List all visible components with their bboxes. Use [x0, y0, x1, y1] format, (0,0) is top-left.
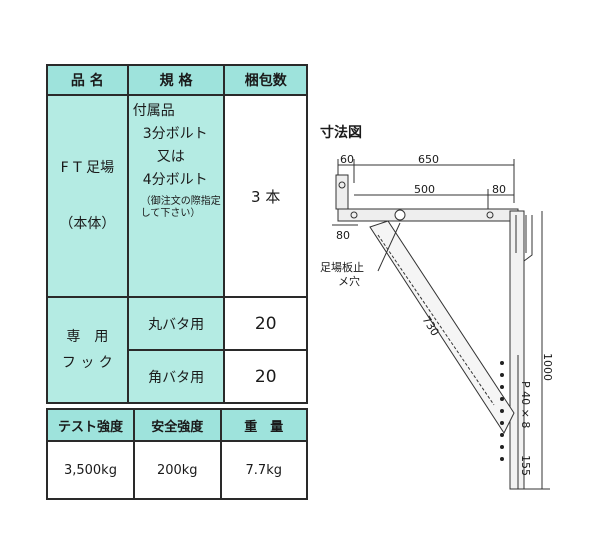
weight-value: 7.7kg	[219, 440, 309, 500]
header-spec: 規 格	[126, 64, 226, 96]
post-hole	[500, 421, 504, 425]
accessory-note: （御注文の際指定して下さい）	[140, 196, 221, 219]
right-bolt	[486, 211, 494, 219]
dim-650: 650	[418, 153, 439, 166]
dimension-diagram: 60 650 500 80 80 730 1000 P 40 × 8 155 足…	[318, 143, 558, 495]
spec-table: 品 名 規 格 梱包数 F T 足場 （本体） 付属品 3分ボルト 又は 4分ボ…	[46, 64, 308, 404]
dim-pitch: P 40 × 8	[519, 381, 532, 428]
accessory-title: 付属品	[132, 103, 175, 119]
package-qty: 3 本	[223, 94, 308, 298]
hole-label-line1: 足場板止	[320, 260, 364, 274]
product-name: F T 足場	[60, 160, 115, 176]
diagonal-brace	[369, 220, 515, 435]
hook-round-qty: 20	[223, 296, 308, 351]
diagram-title: 寸法図	[320, 125, 362, 141]
diagram-svg: 60 650 500 80 80 730 1000 P 40 × 8 155 足…	[320, 153, 554, 490]
dim-155: 155	[519, 455, 532, 476]
accessory-bolt-4: 4分ボルト	[142, 172, 208, 188]
post-hole	[500, 361, 504, 365]
hole-leader	[377, 222, 401, 272]
vertical-post	[509, 210, 525, 490]
left-plate-hole	[338, 181, 346, 189]
top-arm	[337, 208, 519, 222]
post-hole	[500, 373, 504, 377]
post-hole	[500, 385, 504, 389]
accessory-bolt-3: 3分ボルト	[142, 126, 208, 142]
dim-1000: 1000	[541, 353, 554, 381]
post-hole	[500, 445, 504, 449]
post-hole	[500, 397, 504, 401]
header-package-qty: 梱包数	[223, 64, 308, 96]
left-plate	[335, 174, 349, 210]
accessory-cell: 付属品 3分ボルト 又は 4分ボルト （御注文の際指定して下さい）	[126, 94, 226, 298]
product-subname: （本体）	[59, 216, 116, 232]
hook-bracket	[515, 215, 533, 262]
hook-square-qty: 20	[223, 349, 308, 404]
post-hole	[500, 433, 504, 437]
hook-round-type: 丸バタ用	[126, 296, 226, 351]
product-name-cell: F T 足場 （本体）	[46, 94, 129, 298]
header-product-name: 品 名	[46, 64, 129, 96]
dim-80-left: 80	[336, 229, 350, 242]
test-strength-value: 3,500kg	[46, 440, 135, 500]
header-weight: 重 量	[219, 408, 309, 442]
accessory-or: 又は	[156, 149, 185, 165]
hole-label-line2: メ穴	[338, 274, 360, 288]
header-safe-strength: 安全強度	[132, 408, 222, 442]
dim-60: 60	[340, 153, 354, 166]
dim-500: 500	[414, 183, 435, 196]
test-table: テスト強度 安全強度 重 量 3,500kg 200kg 7.7kg	[46, 408, 309, 500]
dim-line-730	[377, 234, 495, 406]
dim-80-right: 80	[492, 183, 506, 196]
post-holes	[500, 361, 504, 461]
post-hole	[500, 457, 504, 461]
left-bolt	[350, 211, 358, 219]
post-hole	[500, 409, 504, 413]
hook-label-line2: フ ッ ク	[61, 355, 113, 371]
hook-label-cell: 専 用 フ ッ ク	[46, 296, 129, 404]
hook-square-type: 角バタ用	[126, 349, 226, 404]
top-bolt	[394, 209, 406, 221]
hook-label-line1: 専 用	[66, 329, 109, 345]
safe-strength-value: 200kg	[132, 440, 222, 500]
header-test-strength: テスト強度	[46, 408, 135, 442]
